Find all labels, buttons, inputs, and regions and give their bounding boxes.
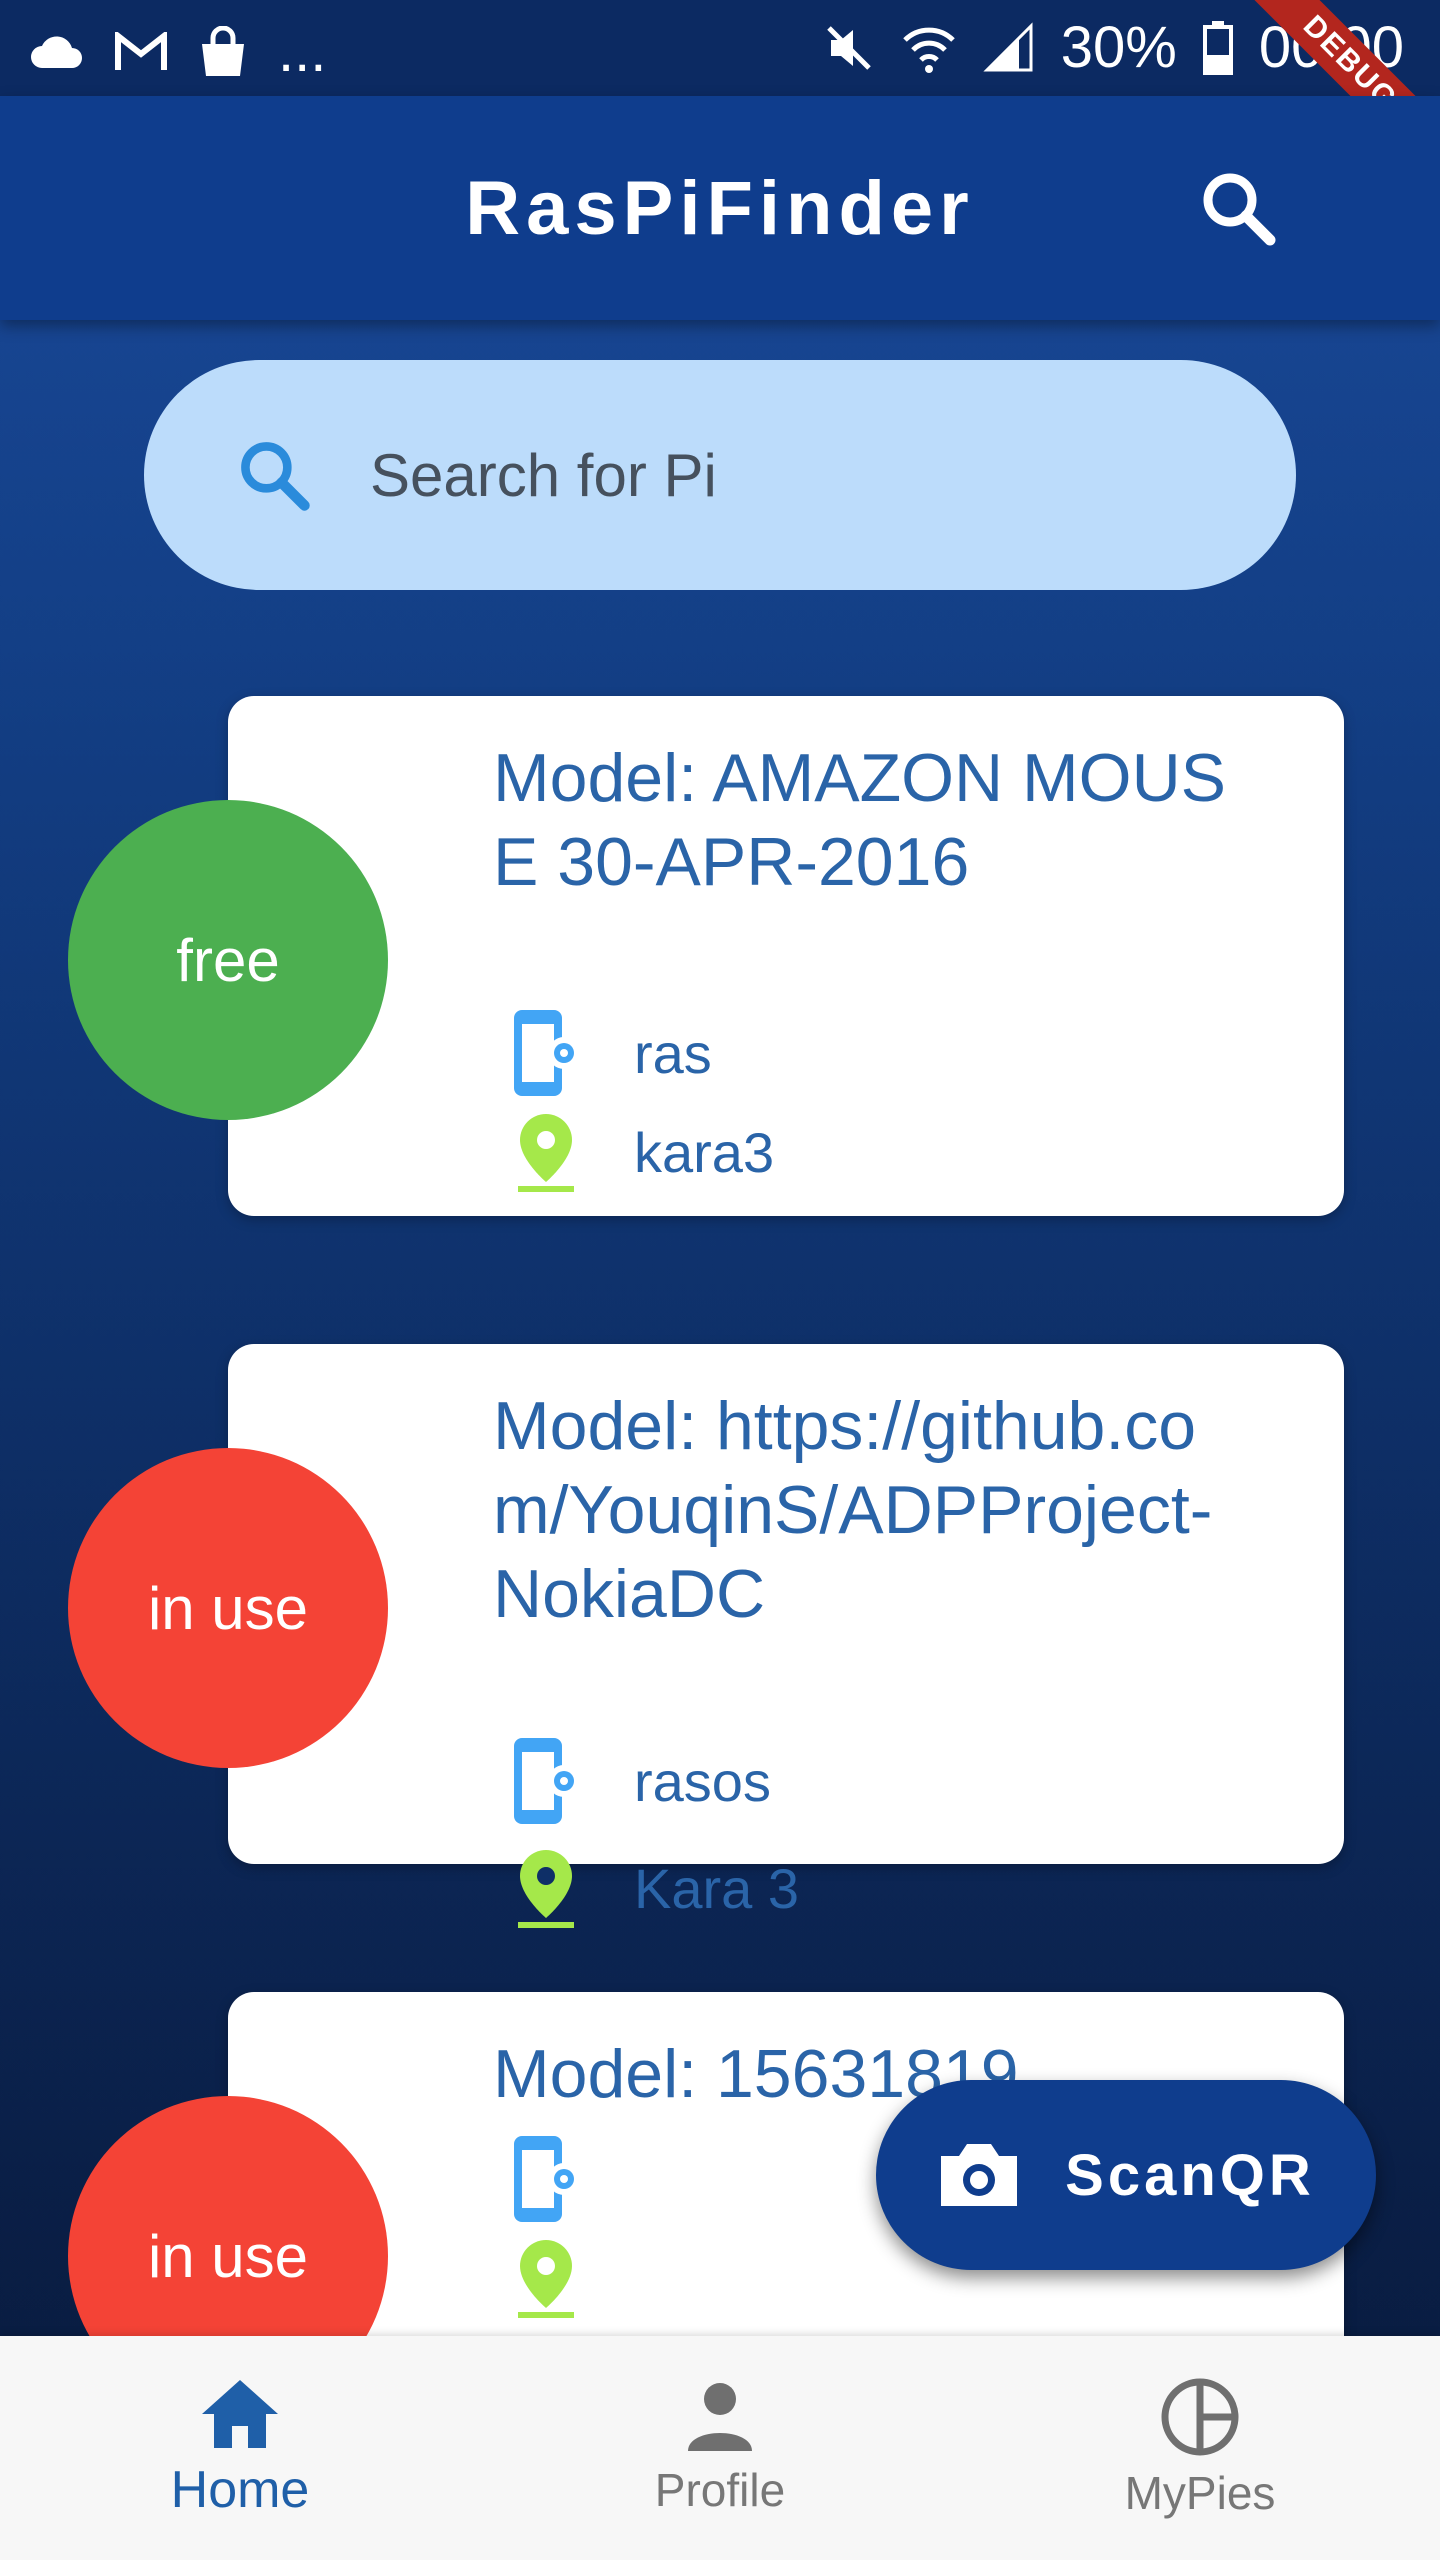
device-row — [508, 2134, 634, 2224]
location-name: kara3 — [634, 1120, 775, 1184]
battery-icon — [1202, 20, 1233, 75]
location-name: Kara 3 — [634, 1856, 799, 1920]
location-pin-icon — [518, 1114, 574, 1192]
search-input[interactable] — [368, 439, 1172, 511]
nav-label-mypies: MyPies — [1124, 2467, 1276, 2519]
mute-icon — [826, 25, 871, 70]
device-settings-icon — [514, 1738, 580, 1824]
device-row: rasos — [508, 1736, 771, 1826]
location-pin-icon — [518, 2240, 574, 2318]
status-badge-in-use: in use — [68, 1448, 388, 1768]
device-settings-icon — [514, 1010, 580, 1096]
status-overflow: ... — [278, 19, 327, 84]
search-bar[interactable] — [144, 360, 1296, 590]
search-icon — [241, 442, 310, 511]
shopping-bag-icon — [202, 25, 244, 76]
device-settings-icon — [514, 2136, 580, 2222]
status-badge-free: free — [68, 800, 388, 1120]
card-model: Model: https://github.com/YouqinS/ADPPro… — [493, 1388, 1213, 1632]
nav-label-profile: Profile — [654, 2464, 786, 2516]
app-bar: RasPiFinder — [0, 96, 1440, 320]
location-row: kara3 — [508, 1110, 774, 1194]
person-icon — [688, 2383, 752, 2451]
nav-item-home[interactable]: Home — [90, 2336, 390, 2560]
location-row — [508, 2236, 634, 2320]
wifi-icon — [902, 27, 955, 73]
camera-icon — [941, 2144, 1018, 2206]
device-name: rasos — [634, 1749, 771, 1813]
location-pin-icon — [518, 1850, 574, 1928]
scan-qr-label: ScanQR — [1065, 2142, 1315, 2208]
nav-label-home: Home — [170, 2461, 310, 2519]
search-icon — [1203, 173, 1276, 246]
pie-chart-icon — [1161, 2378, 1239, 2456]
device-row: ras — [508, 1008, 712, 1098]
cloud-icon — [31, 35, 82, 68]
bottom-nav: Home Profile MyPies — [0, 2336, 1440, 2560]
signal-icon — [983, 21, 1033, 71]
app-title: RasPiFinder — [465, 165, 975, 251]
battery-percent: 30% — [1060, 15, 1177, 80]
appbar-search-button[interactable] — [1196, 166, 1280, 250]
gmail-icon — [115, 31, 167, 70]
pi-card[interactable]: Model: https://github.com/YouqinS/ADPPro… — [228, 1344, 1344, 1864]
card-model: Model: AMAZON MOUSE 30-APR-2016 — [493, 740, 1227, 900]
device-name: ras — [634, 1021, 712, 1085]
nav-item-profile[interactable]: Profile — [570, 2336, 870, 2560]
home-icon — [202, 2380, 278, 2448]
pi-card[interactable]: Model: AMAZON MOUSE 30-APR-2016 ras kara… — [228, 696, 1344, 1216]
nav-item-mypies[interactable]: MyPies — [1050, 2336, 1350, 2560]
status-bar: ... 30% 00:00 DEBUG — [0, 0, 1440, 186]
scan-qr-button[interactable]: ScanQR — [876, 2080, 1376, 2270]
location-row: Kara 3 — [508, 1846, 799, 1930]
